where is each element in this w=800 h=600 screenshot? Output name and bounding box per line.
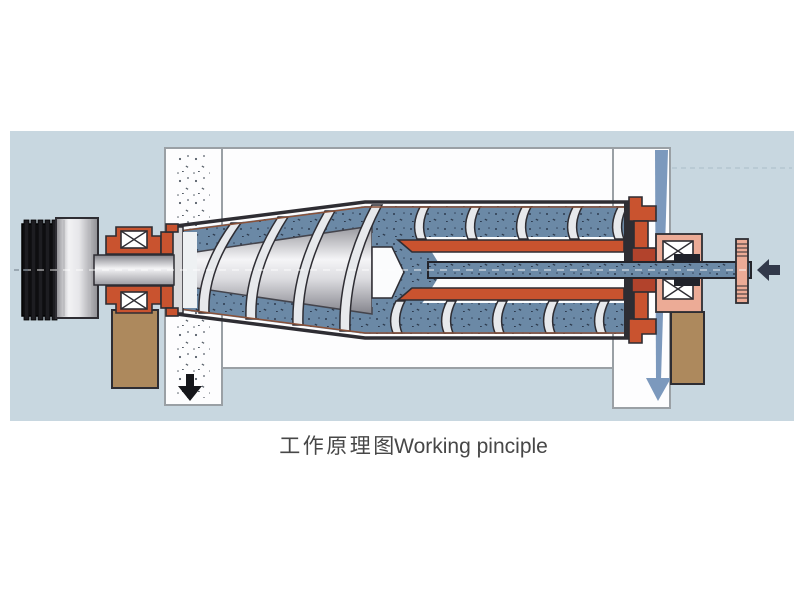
shaft-collar-bottom (160, 285, 174, 309)
conveyor-wall-bottom (395, 287, 625, 301)
bowl-end-hub-bottom (633, 290, 649, 320)
bowl-left-void (183, 232, 197, 308)
pipe-seal-top (674, 254, 700, 262)
bearing-top-left (120, 230, 148, 249)
support-block-right (670, 311, 705, 385)
bowl-end-flange-bottom (628, 318, 657, 344)
caption-english: Working pinciple (394, 435, 548, 458)
bearing-top-right (662, 240, 694, 262)
caption-chinese: 工作原理图 (279, 435, 397, 458)
screw-flights-bottom (389, 300, 611, 334)
liquid-discharge-arrow-icon (646, 378, 671, 401)
conveyor-hub-tip (371, 246, 405, 299)
bowl-end-hub-top (633, 220, 649, 250)
feed-end-assembly (631, 233, 705, 385)
pipe-seal-bottom (674, 278, 700, 286)
bowl-liner-top (171, 206, 630, 233)
collar-step-bottom (165, 307, 179, 317)
bowl-end-flange-top (628, 196, 657, 222)
bearing-bottom-left (120, 291, 148, 310)
conveyor-wall-top (395, 239, 625, 253)
caption: 工作原理图 Working pinciple (279, 435, 548, 458)
feed-inlet-arrow-icon (757, 259, 780, 281)
collar-step-top (165, 223, 179, 233)
bowl-liner-bottom (171, 307, 630, 334)
support-block-left (111, 309, 159, 389)
feed-inlet-flange (735, 238, 749, 304)
shaft-collar-top (160, 231, 174, 255)
solids-discharge-arrow-icon (178, 374, 202, 401)
screw-flights-top (413, 206, 629, 240)
pulley-hub-drum (55, 217, 99, 319)
